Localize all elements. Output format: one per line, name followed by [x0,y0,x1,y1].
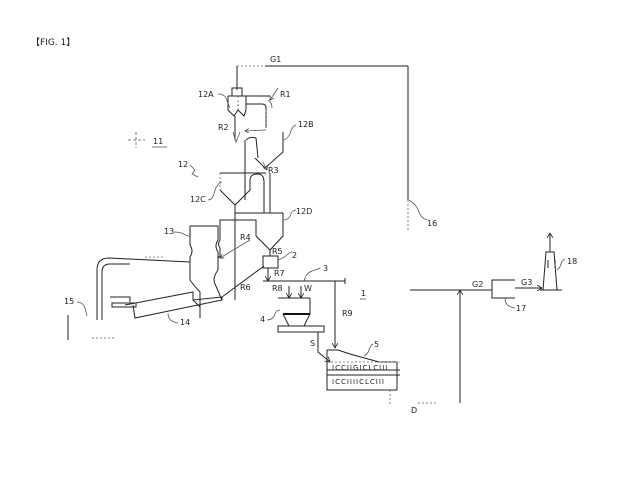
mixer-4 [277,297,325,333]
leader-5 [363,343,374,357]
label-14: 14 [180,318,190,327]
arrow-r1 [270,87,279,100]
svg-text:ICCIIGICLCIII: ICCIIGICLCIII [332,364,388,372]
plant-marker-icon [128,132,145,148]
leader-12c [207,181,223,201]
duct-13 [189,225,223,318]
label-2: 2 [292,251,297,260]
label-12b: 12B [298,120,314,129]
separator-box-2 [262,255,279,269]
label-3: 3 [323,264,328,273]
line-r6 [221,265,265,298]
label-17: 17 [516,304,526,313]
cyclone-12c [219,172,283,300]
label-r3: R3 [268,166,279,175]
label-11: 11 [153,137,163,146]
label-1: 1 [361,289,366,298]
svg-text:ICCIIIICLCIII: ICCIIIICLCIII [332,378,385,386]
treatment-unit-17 [491,279,515,299]
label-r5: R5 [272,247,283,256]
gas-line-g1 [236,65,409,230]
leader-16 [408,199,428,221]
kiln-14 [110,291,223,319]
label-r7: R7 [274,269,285,278]
label-16: 16 [427,219,437,228]
label-r8: R8 [272,284,283,293]
label-12a: 12A [198,90,214,99]
label-13: 13 [164,227,174,236]
label-12: 12 [178,160,188,169]
label-r1: R1 [280,90,291,99]
riser-r4 [217,219,235,259]
leader-14 [167,312,179,324]
label-5: 5 [374,340,379,349]
leader-12 [189,164,199,178]
arrow-r2 [245,130,267,131]
arrow-s [317,332,330,362]
label-15: 15 [64,297,74,306]
leader-18 [556,258,566,271]
exhaust-duct-outer [96,257,191,320]
label-r9: R9 [342,309,353,318]
label-r4: R4 [240,233,251,242]
leader-3 [303,267,321,282]
label-12c: 12C [190,195,206,204]
sintering-machine-5: ICCIIGICLCIII ICCIIIICLCIII [326,349,400,405]
label-g2: G2 [472,280,483,289]
label-g1: G1 [270,55,281,64]
leader-2 [277,251,293,261]
label-r2: R2 [218,123,229,132]
leader-17 [504,297,516,309]
leader-12a [217,93,231,109]
arrow-r3 [262,161,267,170]
leader-15 [76,301,88,317]
figure-title: 【FIG. 1】 [31,37,75,48]
label-12d: 12D [296,207,312,216]
label-18: 18 [567,257,577,266]
leader-12b [283,124,297,141]
cyclone-12d [235,213,284,256]
label-g3: G3 [521,278,532,287]
leader-12d [283,209,297,221]
leader-13 [173,231,191,237]
label-4: 4 [260,315,265,324]
cyclone-12a [227,87,270,130]
label-d: D [411,406,417,415]
stack-18 [540,233,562,291]
label-w: W [304,284,312,293]
label-r6: R6 [240,283,251,292]
label-s: S [310,339,315,348]
leader-4 [266,309,281,321]
